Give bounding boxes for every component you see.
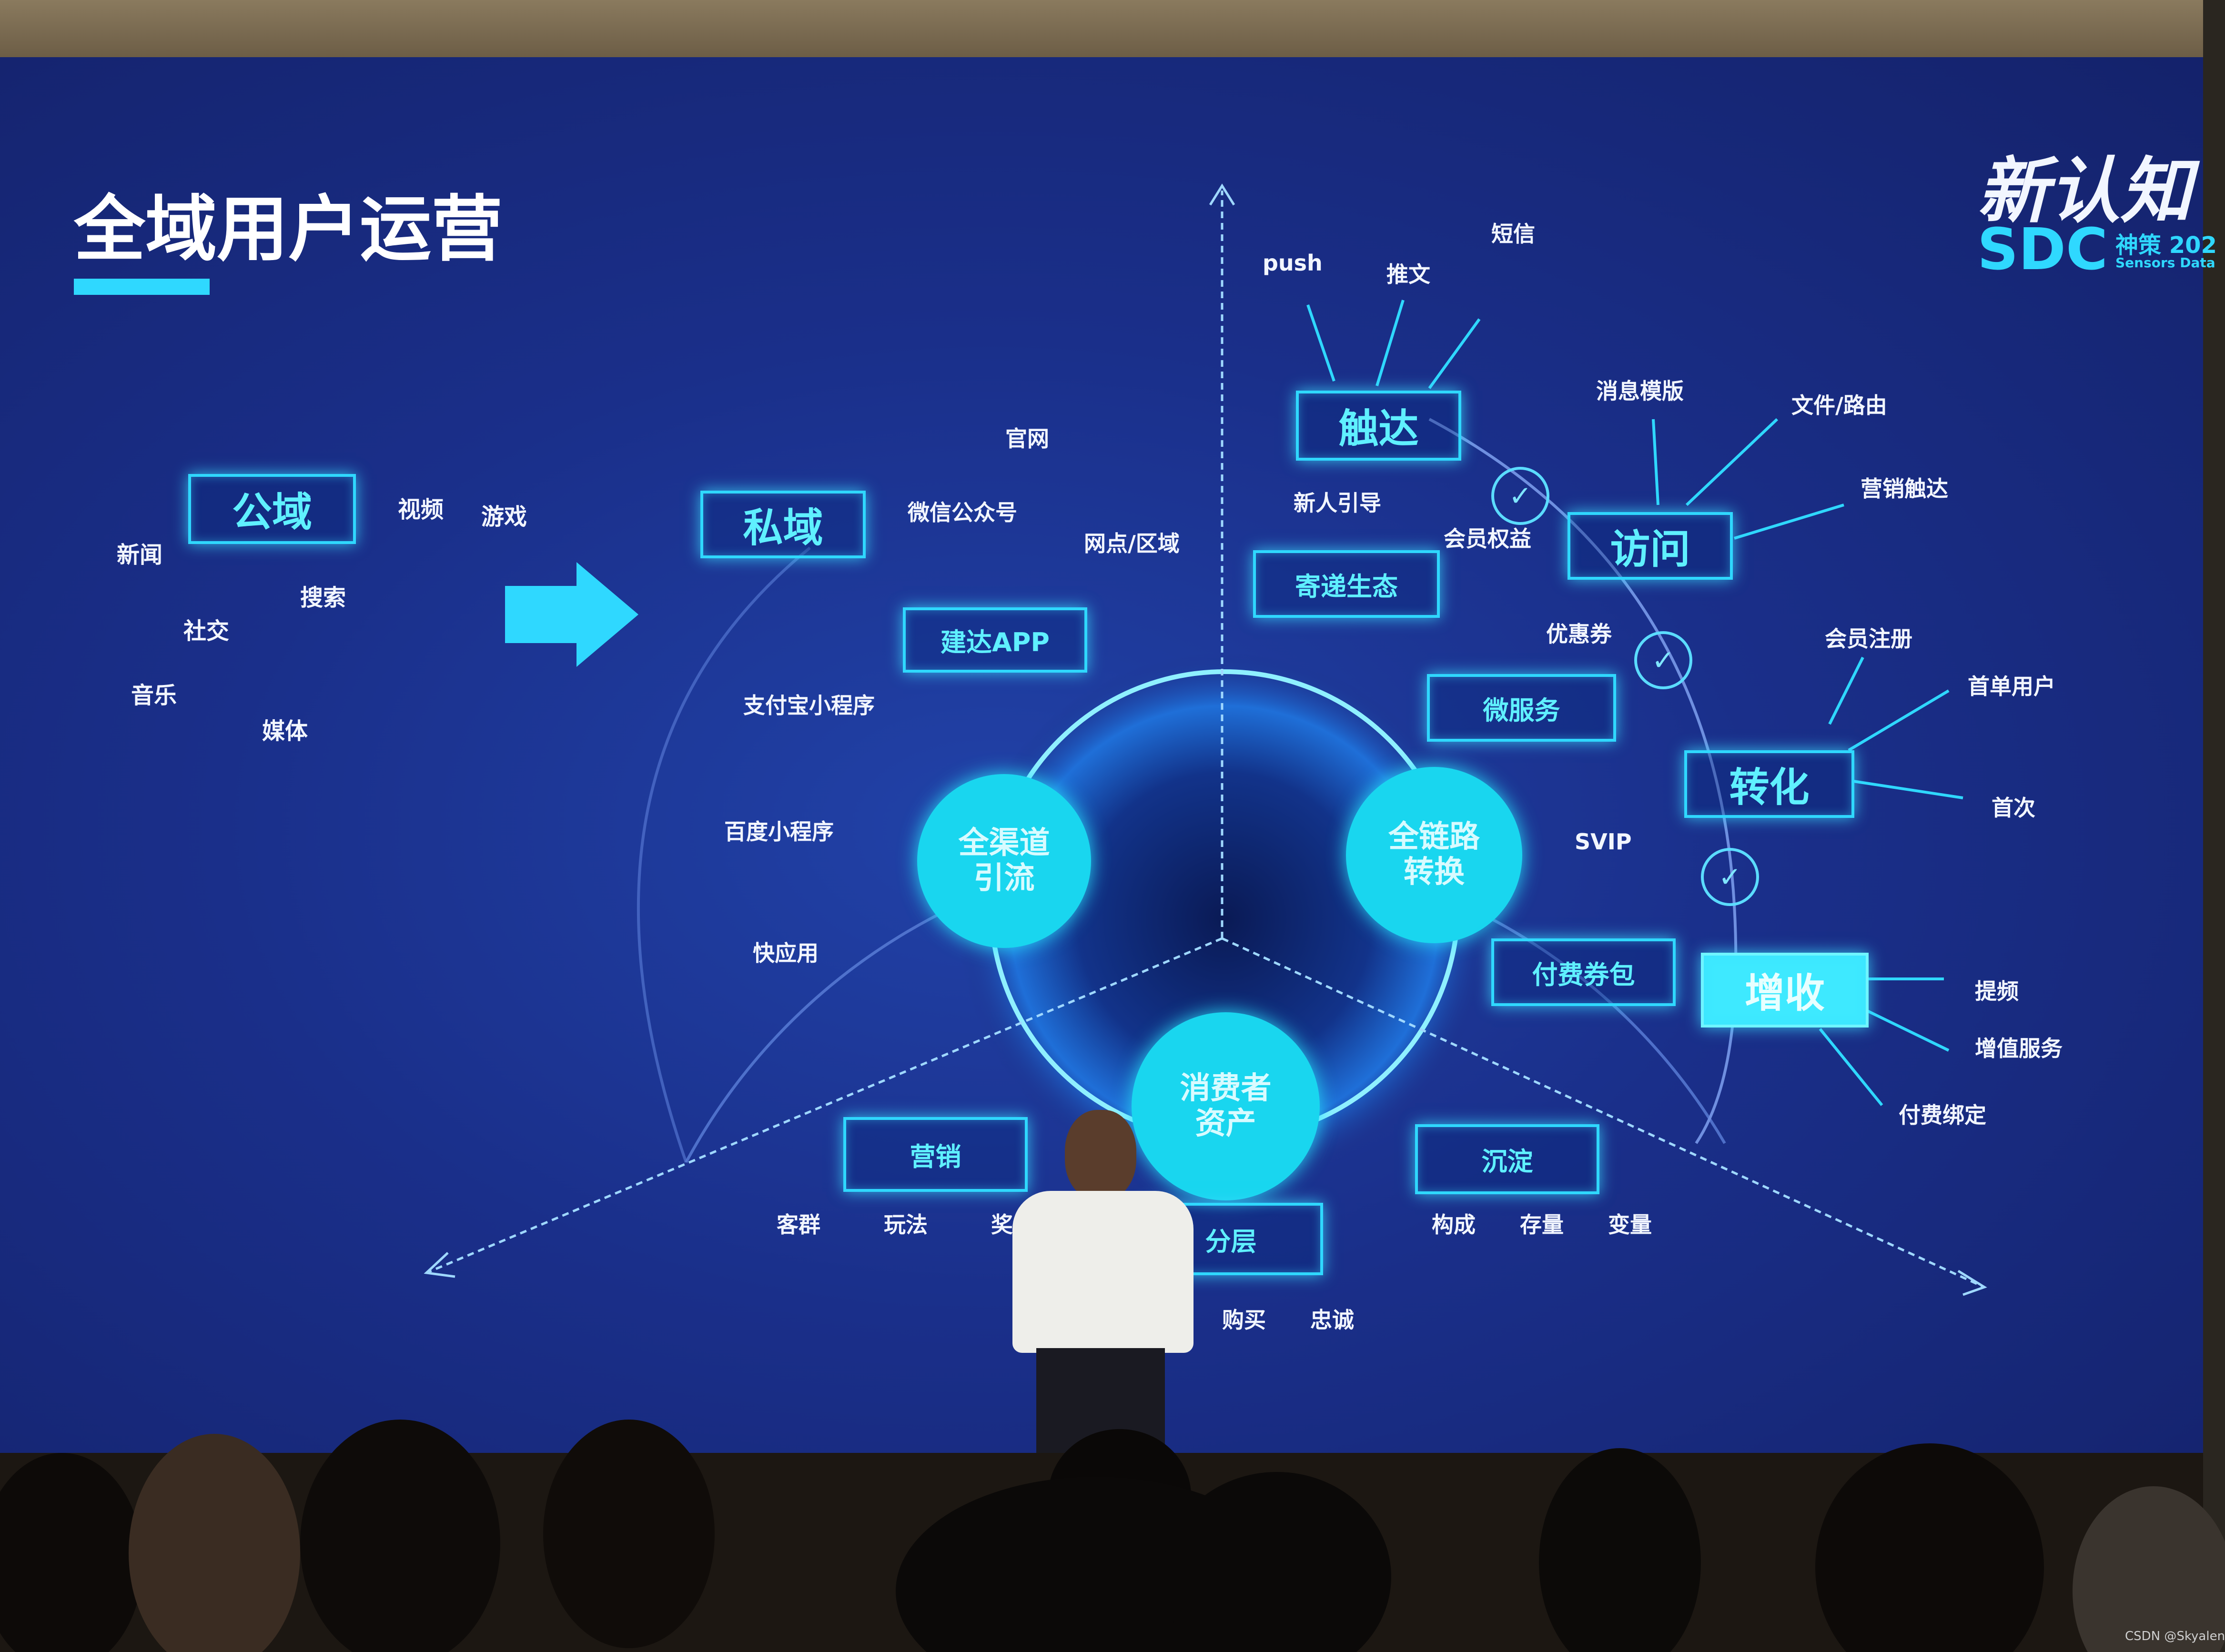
check-icon: ✓: [1634, 631, 1692, 689]
big-arrow: [505, 562, 638, 667]
public-item: 媒体: [262, 718, 308, 745]
revenue-item: 提频: [1975, 978, 2019, 1004]
circle-all-channel: 全渠道引流: [917, 774, 1091, 948]
box-marketing: 营销: [843, 1117, 1028, 1192]
brand-sub-en: Sensors Data: [2115, 255, 2215, 271]
visit-item: 消息模版: [1596, 378, 1684, 404]
circle-all-link: 全链路转换: [1346, 767, 1522, 943]
outer-arc-left: [637, 546, 811, 1163]
axis-right: [1221, 937, 1983, 1288]
layer-item: 忠诚: [1310, 1307, 1354, 1333]
marketing-item: 玩法: [884, 1212, 928, 1238]
marketing-item: 奖: [991, 1212, 1013, 1238]
private-item: 官网: [1005, 426, 1049, 452]
box-paid-coupon: 付费券包: [1491, 938, 1676, 1006]
speaker-body: [1012, 1191, 1193, 1353]
check-icon: ✓: [1491, 467, 1549, 525]
convert-item: 首单用户: [1968, 674, 2055, 699]
axis-right-arrow: [1957, 1269, 1987, 1296]
box-reach: 触达: [1296, 391, 1461, 461]
public-item: 搜索: [300, 584, 346, 611]
brand-sdc: SDC: [1977, 217, 2108, 283]
revenue-item: 增值服务: [1975, 1036, 2063, 1061]
box-convert: 转化: [1684, 750, 1854, 818]
box-revenue: 增收: [1701, 953, 1869, 1027]
reach-item: push: [1263, 250, 1323, 276]
marketing-item: 客群: [777, 1212, 820, 1238]
box-micro-service: 微服务: [1427, 674, 1616, 742]
globe: [958, 653, 1491, 1186]
slide-title: 全域用户运营: [74, 188, 503, 271]
layer-item: 购买: [1222, 1307, 1266, 1333]
private-item: 支付宝小程序: [743, 693, 875, 718]
box-app: 建达APP: [903, 607, 1087, 673]
settle-item: 变量: [1608, 1212, 1652, 1238]
axis-left-arrow: [424, 1252, 455, 1278]
box-settle: 沉淀: [1415, 1124, 1599, 1194]
speaker-head: [1065, 1110, 1136, 1200]
private-item: 百度小程序: [724, 819, 834, 845]
private-item: 微信公众号: [908, 500, 1017, 525]
public-item: 社交: [183, 618, 230, 645]
settle-item: 存量: [1520, 1212, 1564, 1238]
settle-item: 构成: [1432, 1212, 1476, 1238]
circle-consumer-asset: 消费者资产: [1132, 1012, 1320, 1200]
revenue-item: 付费绑定: [1899, 1102, 1986, 1128]
reach-item: 推文: [1386, 262, 1430, 287]
flow-arc: [1428, 418, 1738, 1144]
convert-item: 首次: [1992, 795, 2035, 821]
brand-sub: 神策 202: [2115, 232, 2217, 259]
box-eco: 寄递生态: [1253, 550, 1440, 618]
convert-item: 会员注册: [1825, 626, 1912, 652]
svip-label: SVIP: [1575, 829, 1632, 855]
public-item: 新闻: [117, 542, 163, 568]
box-private-domain: 私域: [700, 491, 866, 558]
visit-item: 营销触达: [1861, 476, 1948, 502]
axis-left: [428, 937, 1223, 1273]
public-item: 音乐: [131, 682, 177, 709]
public-item: 视频: [398, 496, 444, 523]
audience-silhouettes: [0, 1420, 2225, 1652]
visit-item: 文件/路由: [1791, 393, 1887, 418]
coupon-label: 优惠券: [1546, 621, 1612, 647]
reach-item: 短信: [1491, 221, 1535, 247]
ceiling-wall: [0, 0, 2203, 62]
reach-below: 新人引导: [1294, 490, 1381, 516]
box-public-domain: 公域: [188, 474, 356, 544]
public-item: 游戏: [481, 504, 527, 530]
check-icon: ✓: [1701, 848, 1759, 906]
private-item: 网点/区域: [1084, 531, 1180, 556]
watermark: CSDN @Skyalen: [2125, 1629, 2225, 1643]
axis-up-arrow: [1209, 183, 1235, 206]
title-underline: [74, 279, 210, 295]
reach-below: 会员权益: [1444, 526, 1531, 552]
box-visit: 访问: [1568, 512, 1733, 580]
logo-calligraphy: 新认知: [1977, 149, 2192, 233]
private-item: 快应用: [753, 940, 819, 966]
